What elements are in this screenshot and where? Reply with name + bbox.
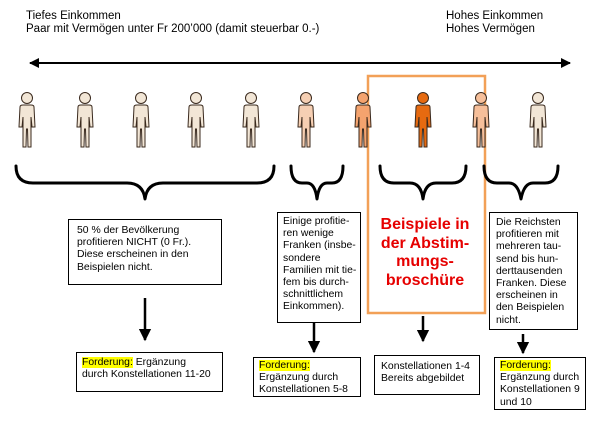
highlight-frame (366, 74, 487, 315)
g2-demand-line-2: Konstellationen 5-8 (259, 384, 348, 396)
person-icon (132, 92, 150, 148)
g2-line-1: Einige profitie- (283, 216, 350, 227)
g4-line-7: erscheinen in (496, 290, 558, 302)
brace-group-1 (14, 164, 276, 201)
group-4-demand: Forderung: Ergänzung durch Konstellation… (494, 357, 586, 410)
brace-group-4 (482, 164, 560, 201)
g1-line-4: Beispielen nicht. (77, 261, 153, 273)
g4-demand-line-2: Konstellationen 9 (500, 384, 580, 396)
person-icon (242, 92, 260, 148)
person-figures (18, 92, 547, 148)
person-icon (414, 92, 432, 148)
person-icon (18, 92, 36, 148)
group-braces (14, 164, 560, 201)
g2-line-2: ren wenige (283, 228, 334, 240)
g4-demand-line-1: Ergänzung durch (500, 372, 580, 384)
group-2-description: Einige profitie- ren wenige Franken (ins… (277, 212, 361, 323)
g2-demand-line-1: Ergänzung durch (259, 372, 339, 384)
high-wealth-label: Hohes Vermögen (446, 23, 535, 35)
g4-line-8: den Beispielen (496, 302, 565, 314)
group-1-description: 50 % der Bevölkerung profitieren NICHT (… (68, 219, 222, 285)
g1-demand-text: Ergänzung (132, 357, 186, 368)
group-1-demand: Forderung: Ergänzung durch Konstellation… (76, 352, 223, 392)
g2-line-4: sondere (283, 252, 321, 264)
g1-line-3: Diese erscheinen in den (77, 249, 189, 261)
g3-title-2: der Abstim- (380, 234, 470, 252)
g1-demand-label: Forderung: (82, 357, 133, 368)
group-3-result: Konstellationen 1-4 Bereits abgebildet (374, 355, 480, 395)
g2-line-8: Einkommen). (283, 301, 345, 313)
g3-title-4: broschüre (385, 271, 465, 289)
g1-demand-line: durch Konstellationen 11-20 (82, 369, 211, 381)
g1-line-1: 50 % der Bevölkerung (77, 225, 180, 236)
g4-line-2: profitieren mit (496, 229, 559, 241)
g4-line-1: Die Reichsten (496, 217, 561, 228)
down-arrows (138, 298, 530, 355)
brochure-examples-box: Beispiele in der Abstim- mungs- broschür… (372, 212, 478, 304)
g3-result-line-1: Konstellationen 1-4 (381, 361, 470, 372)
g3-result-line-2: Bereits abgebildet (381, 373, 465, 385)
g4-line-3: mehreren tau- (496, 241, 562, 253)
g2-line-6: fem bis durch- (283, 277, 349, 289)
g3-title-3: mungs- (396, 253, 454, 270)
person-icon (76, 92, 94, 148)
low-income-wealth-note: Paar mit Vermögen unter Fr 200’000 (dami… (26, 23, 320, 35)
group-2-demand: Forderung: Ergänzung durch Konstellation… (253, 357, 361, 397)
brace-group-2 (289, 164, 345, 201)
g2-line-3: Franken (insbe- (283, 240, 356, 252)
low-income-label: Tiefes Einkommen (26, 10, 121, 22)
g2-line-5: Familien mit tie- (283, 264, 357, 276)
person-icon (187, 92, 205, 148)
g1-line-2: profitieren NICHT (0 Fr.). (77, 237, 192, 249)
high-income-header: Hohes Einkommen Hohes Vermögen (446, 10, 543, 36)
g3-title-1: Beispiele in (380, 216, 470, 233)
brace-group-3 (378, 164, 468, 201)
high-income-label: Hohes Einkommen (446, 10, 544, 22)
person-icon (354, 92, 372, 148)
g4-demand-label: Forderung: (500, 360, 551, 371)
person-icon (297, 92, 315, 148)
person-icon (529, 92, 547, 148)
group-4-description: Die Reichsten profitieren mit mehreren t… (489, 212, 578, 330)
g4-line-6: Franken. Diese (496, 278, 567, 290)
g4-demand-line-3: und 10 (500, 396, 532, 408)
low-income-header: Tiefes Einkommen Paar mit Vermögen unter… (26, 10, 319, 36)
g4-line-9: nicht. (496, 314, 521, 326)
g4-line-5: derttausenden (496, 265, 563, 277)
g2-line-7: schnittlichem (283, 289, 344, 301)
g4-line-4: send bis hun- (496, 253, 559, 265)
g2-demand-label: Forderung: (259, 360, 310, 371)
person-icon (472, 92, 490, 148)
